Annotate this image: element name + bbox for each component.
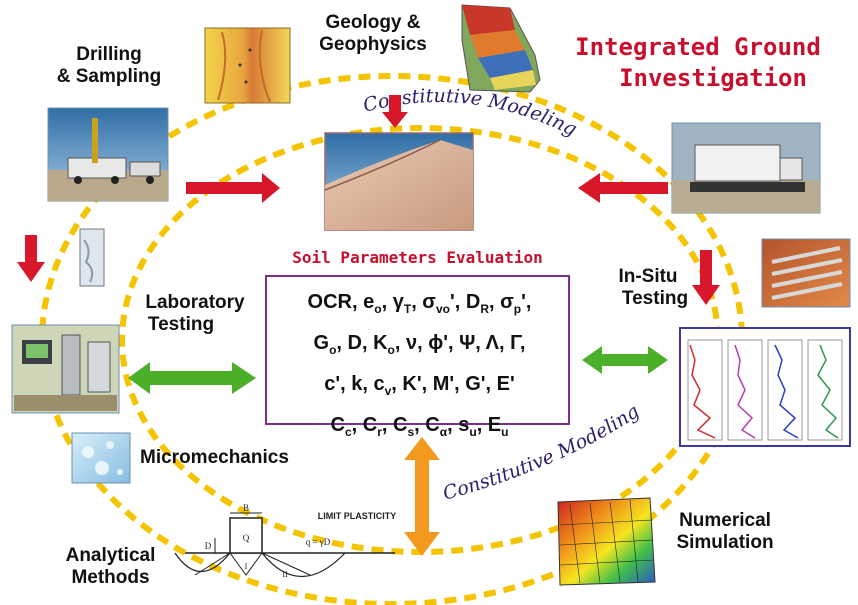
label-geology-geophysics: Geology & Geophysics: [319, 12, 427, 55]
footing-depth-label: D: [205, 541, 212, 551]
parameter-subscript: o: [387, 343, 395, 357]
arrow-truck-to-center: [578, 173, 668, 203]
arrow-drilling-to-center: [186, 173, 280, 203]
parameter-subscript: o: [329, 343, 337, 357]
zone-2-label: II: [282, 570, 288, 579]
laboratory-equipment-photo: [11, 324, 120, 414]
parameter-subscript: r: [377, 425, 382, 439]
sand-dune-photo: [324, 132, 474, 231]
parameter-subscript: v: [384, 384, 392, 398]
insitu-testing-truck-photo: [671, 122, 821, 214]
red-arrows: [17, 95, 720, 305]
label-drilling-sampling: Drilling & Sampling: [56, 44, 162, 87]
state-geology-map-image: [461, 4, 541, 93]
parameter-row-4: Cc, Cr, Cs, Cα, su, Eu: [330, 414, 509, 439]
arrow-geology-to-center: [382, 95, 408, 128]
soil-core-sample-photo: [79, 228, 105, 287]
label-insitu-testing: In-Situ Testing: [618, 266, 689, 309]
parameter-subscript: u: [501, 425, 509, 439]
soil-parameters-heading: Soil Parameters Evaluation: [292, 248, 543, 267]
parameter-subscript: o: [374, 302, 382, 316]
arrow-center-insitu-bidirectional: [582, 346, 668, 374]
footing-width-label: B: [243, 503, 249, 513]
cone-penetrometer-rods-photo: [761, 238, 851, 308]
parameter-subscript: R: [480, 302, 489, 316]
footing-load-label: Q: [243, 533, 250, 543]
geology-map-image: [204, 27, 291, 104]
label-laboratory-testing: Laboratory Testing: [145, 292, 245, 335]
diagram-title: Integrated Ground Investigation: [548, 32, 848, 94]
surcharge-label: q = γD: [306, 537, 331, 547]
parameter-subscript: s: [407, 425, 415, 439]
parameter-row-3: c', k, cv, K', M', G', E': [324, 373, 515, 398]
label-micromechanics: Micromechanics: [140, 447, 289, 468]
zone-1-label: I: [245, 562, 248, 571]
arrow-drilling-to-lab: [17, 235, 45, 282]
micromechanics-droplets-photo: [71, 432, 131, 484]
insitu-test-profiles-image: [679, 327, 851, 447]
parameter-row-1: OCR, eo, γT, σvo', DR, σp',: [307, 291, 532, 316]
limit-plasticity-label: LIMIT PLASTICITY: [318, 511, 397, 521]
numerical-simulation-mesh-image: [557, 497, 656, 586]
arrow-lab-center-bidirectional: [128, 362, 256, 394]
parameter-subscript: u: [469, 425, 477, 439]
arrow-center-analytical-bidirectional: [404, 437, 440, 556]
parameter-subscript: c: [344, 425, 352, 439]
arrow-truck-to-insitu: [692, 250, 720, 305]
soil-parameters-list: OCR, eo, γT, σvo', DR, σp', Go, D, Ko, ν,…: [267, 285, 572, 449]
title-line-1: Integrated Ground: [575, 33, 821, 61]
title-line-2: Investigation: [619, 64, 807, 92]
parameter-subscript: vo: [435, 302, 450, 316]
parameter-subscript: α: [439, 425, 448, 439]
limit-plasticity-diagram: LIMIT PLASTICITY B D Q q = γD I II: [174, 503, 397, 579]
parameter-row-2: Go, D, Ko, ν, ϕ', Ψ, Λ, Γ,: [313, 332, 526, 357]
parameter-subscript: p: [513, 302, 522, 316]
drilling-rig-photo: [47, 107, 169, 202]
label-numerical-simulation: Numerical Simulation: [676, 510, 774, 553]
soil-parameters-box: OCR, eo, γT, σvo', DR, σp', Go, D, Ko, ν,…: [265, 275, 570, 439]
label-analytical-methods: Analytical Methods: [65, 545, 156, 588]
parameter-subscript: T: [403, 302, 412, 316]
